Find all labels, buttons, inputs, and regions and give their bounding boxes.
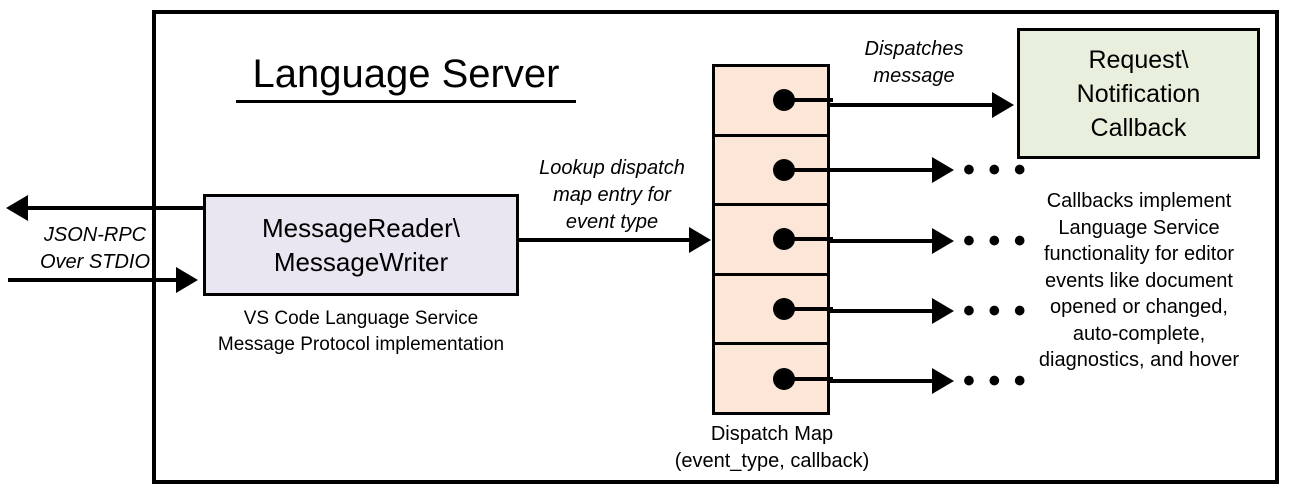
arrow-right-icon <box>176 267 198 293</box>
dispatch-line-2 <box>830 168 934 172</box>
filled-circle-icon <box>773 298 795 321</box>
table-row[interactable] <box>715 206 833 276</box>
callback-line3: Callback <box>1090 113 1187 142</box>
dispatch-line-1 <box>830 103 994 107</box>
arrow-left-icon <box>6 195 28 221</box>
message-reader-caption-line1: VS Code Language Service <box>243 308 479 329</box>
row-connector <box>791 237 833 242</box>
dispatch-line-3 <box>830 239 934 243</box>
row-connector <box>791 98 833 103</box>
ellipsis-2: • • • <box>963 151 1028 189</box>
row-connector <box>791 167 833 172</box>
message-writer-line: MessageWriter <box>273 247 449 277</box>
lookup-arrow-icon <box>689 227 711 253</box>
language-server-frame <box>152 10 1279 484</box>
message-reader-caption-line2: Message Protocol implementation <box>217 334 505 355</box>
dispatch-map-caption-line2: (event_type, callback) <box>674 450 870 472</box>
callback-box-label: Request\ Notification Callback <box>1077 43 1201 145</box>
filled-circle-icon <box>773 158 795 181</box>
table-row[interactable] <box>715 67 833 137</box>
inbound-line <box>8 278 178 282</box>
message-reader-writer-box[interactable]: MessageReader\ MessageWriter <box>203 194 519 296</box>
dispatches-message-label: Dispatches message <box>834 36 994 90</box>
lookup-line <box>519 238 691 242</box>
callback-line2: Notification <box>1076 79 1201 108</box>
callback-caption-line1: Callbacks implement <box>1046 190 1232 212</box>
callback-caption-line7: diagnostics, and hover <box>1038 349 1240 371</box>
dispatch-arrow-icon-4 <box>932 298 954 324</box>
dispatches-label-line2: message <box>873 65 955 87</box>
lookup-dispatch-label: Lookup dispatch map entry for event type <box>519 155 705 236</box>
json-rpc-label-line2: Over STDIO <box>39 251 150 273</box>
callback-caption-line5: opened or changed, <box>1050 296 1228 318</box>
row-connector <box>791 376 833 381</box>
dispatch-map-caption: Dispatch Map (event_type, callback) <box>650 421 894 475</box>
callback-caption-line6: auto-complete, <box>1072 322 1206 345</box>
dispatches-label-line1: Dispatches <box>864 38 964 60</box>
filled-circle-icon <box>773 89 795 112</box>
request-notification-callback-box[interactable]: Request\ Notification Callback <box>1017 28 1260 159</box>
ellipsis-5: • • • <box>963 362 1028 400</box>
callback-caption-line4: events like document <box>1045 269 1233 292</box>
dispatch-map-caption-line1: Dispatch Map <box>710 423 834 445</box>
lookup-label-line1: Lookup dispatch <box>539 157 685 179</box>
json-rpc-label-line1: JSON-RPC <box>43 224 147 246</box>
dispatch-line-4 <box>830 309 934 313</box>
page-title: Language Server <box>236 50 576 103</box>
outbound-line <box>28 206 210 210</box>
dispatch-line-5 <box>830 379 934 383</box>
callback-caption-line3: functionality for editor <box>1043 243 1235 265</box>
callback-caption-line2: Language Service <box>1058 216 1220 239</box>
row-connector <box>791 307 833 312</box>
message-reader-writer-label: MessageReader\ MessageWriter <box>262 211 460 279</box>
dispatch-map-table[interactable] <box>712 64 833 415</box>
filled-circle-icon <box>773 228 795 251</box>
message-reader-caption: VS Code Language Service Message Protoco… <box>193 306 529 358</box>
dispatch-arrow-icon-3 <box>932 228 954 254</box>
lookup-label-line3: event type <box>565 211 659 233</box>
json-rpc-label: JSON-RPC Over STDIO <box>20 222 170 276</box>
table-row[interactable] <box>715 345 833 412</box>
table-row[interactable] <box>715 137 833 207</box>
filled-circle-icon <box>773 367 795 390</box>
table-row[interactable] <box>715 276 833 346</box>
dispatch-arrow-icon-5 <box>932 368 954 394</box>
callback-caption: Callbacks implement Language Service fun… <box>1008 188 1270 374</box>
dispatch-arrow-icon-1 <box>992 92 1014 118</box>
dispatch-arrow-icon-2 <box>932 157 954 183</box>
message-reader-line: MessageReader\ <box>262 213 460 243</box>
callback-line1: Request\ <box>1088 45 1189 74</box>
lookup-label-line2: map entry for <box>553 184 671 206</box>
